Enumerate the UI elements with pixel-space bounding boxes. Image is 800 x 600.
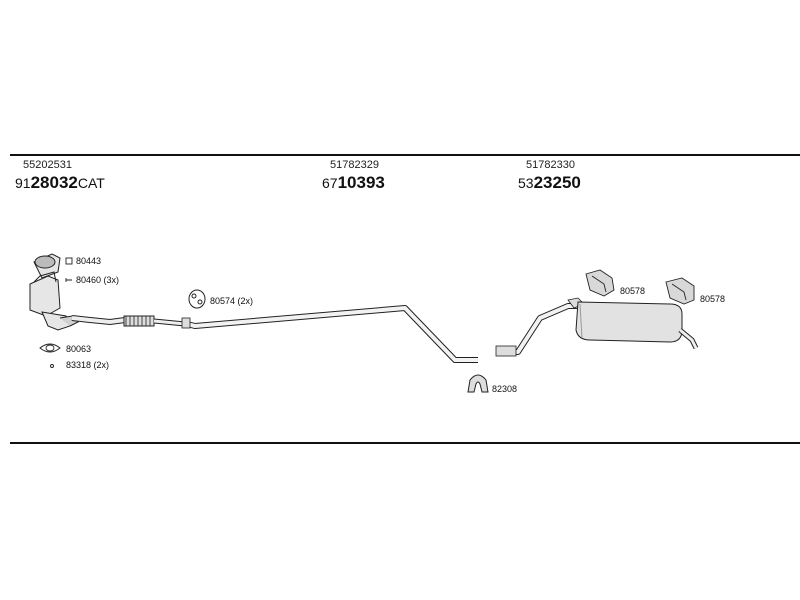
header-rear-silencer: 51782330 5323250 bbox=[518, 159, 581, 192]
bottom-rule bbox=[10, 442, 800, 444]
label-80063: 80063 bbox=[66, 344, 91, 354]
label-80443: 80443 bbox=[76, 256, 101, 266]
label-83318: 83318 (2x) bbox=[66, 360, 109, 370]
label-80578-right: 80578 bbox=[700, 294, 725, 304]
label-80578-left: 80578 bbox=[620, 286, 645, 296]
clamp-80443 bbox=[65, 257, 73, 265]
part-number: 6710393 bbox=[322, 173, 385, 192]
gasket-80460 bbox=[65, 278, 72, 282]
rear-silencer bbox=[495, 297, 699, 357]
label-80574: 80574 (2x) bbox=[210, 296, 253, 306]
oe-number: 51782329 bbox=[330, 159, 379, 171]
catalytic-converter bbox=[29, 253, 79, 331]
header-catalyst: 55202531 9128032CAT bbox=[15, 159, 105, 192]
gasket-80063 bbox=[39, 343, 61, 353]
clamp-82308 bbox=[467, 374, 489, 393]
bracket-80578-right bbox=[665, 277, 695, 305]
header-middle-pipe: 51782329 6710393 bbox=[322, 159, 385, 192]
oe-number: 55202531 bbox=[23, 159, 72, 171]
oe-number: 51782330 bbox=[526, 159, 575, 171]
rubber-mount-80574 bbox=[188, 289, 206, 309]
label-82308: 82308 bbox=[492, 384, 517, 394]
front-pipe bbox=[71, 315, 186, 327]
label-80460: 80460 (3x) bbox=[76, 275, 119, 285]
top-rule bbox=[10, 154, 800, 156]
part-number: 9128032CAT bbox=[15, 173, 105, 192]
middle-pipe bbox=[181, 305, 478, 363]
nut-83318 bbox=[50, 364, 54, 368]
part-number: 5323250 bbox=[518, 173, 581, 192]
bracket-80578-left bbox=[585, 269, 615, 297]
